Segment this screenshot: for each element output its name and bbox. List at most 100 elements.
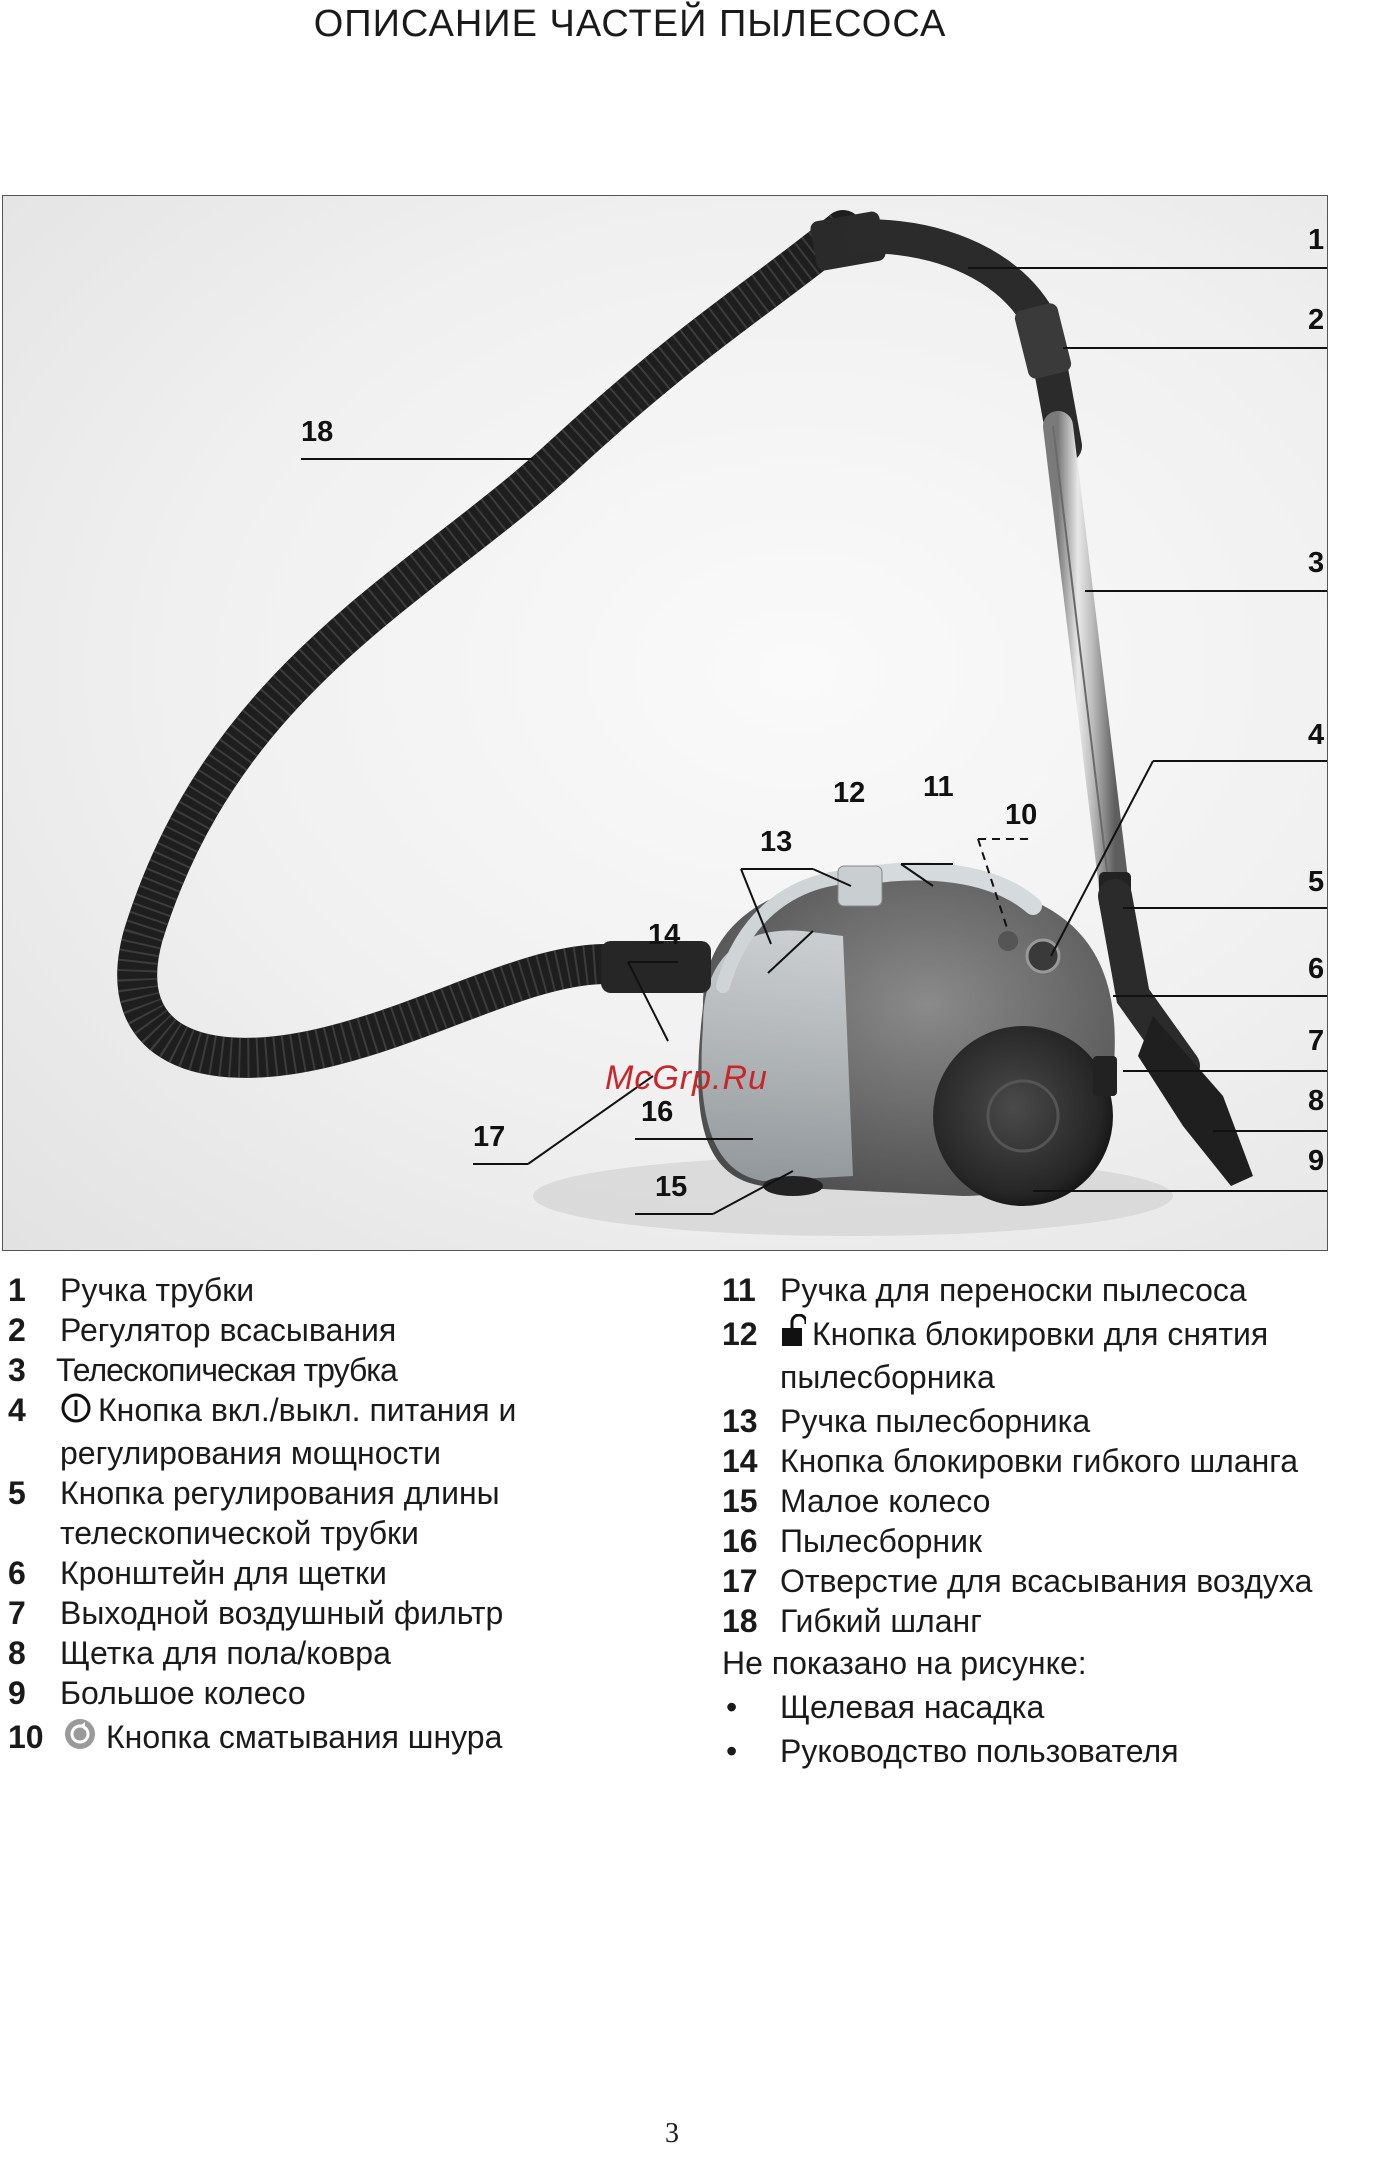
legend-text: Большое колесо — [60, 1675, 306, 1711]
legend-text: Кнопка сматывания шнура — [106, 1719, 503, 1755]
page-number: 3 — [665, 2118, 679, 2149]
legend-item-5: 5 Кнопка регулирования длины телескопиче… — [8, 1473, 648, 1553]
legend-item-16: 16 Пылесборник — [722, 1521, 1396, 1561]
legend-num: 5 — [8, 1475, 26, 1511]
legend-text: Кнопка блокировки гибкого шланга — [780, 1443, 1299, 1479]
legend-num: 12 — [722, 1316, 758, 1352]
legend-num: 3 — [8, 1352, 26, 1388]
not-shown-item-text: Руководство пользователя — [780, 1733, 1179, 1769]
legend-text: Ручка трубки — [60, 1272, 255, 1308]
legend-num: 6 — [8, 1555, 26, 1591]
bullet-icon: • — [726, 1689, 738, 1725]
legend-right: 11 Ручка для переноски пылесоса 12 Кнопк… — [722, 1270, 1396, 1773]
legend-num: 17 — [722, 1563, 758, 1599]
callout-12: 12 — [833, 777, 865, 809]
legend-num: 11 — [722, 1272, 756, 1308]
bin-lock-shape — [837, 865, 883, 907]
legend-text: Регулятор всасывания — [60, 1312, 397, 1348]
cord-rewind-icon — [60, 1717, 100, 1760]
legend-item-13: 13 Ручка пылесборника — [722, 1401, 1396, 1441]
legend-item-14: 14 Кнопка блокировки гибкого шланга — [722, 1441, 1396, 1481]
exhaust-filter-shape — [1093, 1056, 1117, 1096]
callout-3: 3 — [1308, 547, 1324, 579]
legend-num: 1 — [8, 1272, 26, 1308]
callout-8: 8 — [1308, 1085, 1324, 1117]
legend-num: 14 — [722, 1443, 758, 1479]
legend-text: Отверстие для всасывания воздуха — [780, 1563, 1313, 1599]
legend-item-6: 6 Кронштейн для щетки — [8, 1553, 648, 1593]
legend-num: 4 — [8, 1392, 26, 1428]
legend-item-3: 3 Телескопическая трубка — [8, 1350, 648, 1390]
unlock-icon — [780, 1313, 808, 1357]
carry-handle-shape — [854, 862, 1042, 915]
legend-num: 10 — [8, 1719, 44, 1755]
legend-item-15: 15 Малое колесо — [722, 1481, 1396, 1521]
legend-num: 9 — [8, 1675, 26, 1711]
legend-item-10: 10 Кнопка сматывания шнура — [8, 1717, 648, 1760]
legend-text: Выходной воздушный фильтр — [60, 1595, 504, 1631]
callout-9: 9 — [1308, 1145, 1324, 1177]
legend-num: 7 — [8, 1595, 26, 1631]
callout-5: 5 — [1308, 866, 1324, 898]
power-button-shape — [1025, 938, 1061, 974]
telescopic-tube-shape — [1043, 411, 1130, 911]
power-icon — [60, 1392, 92, 1433]
cord-rewind-shape — [998, 931, 1018, 951]
legend-text: Кронштейн для щетки — [60, 1555, 387, 1591]
callout-6: 6 — [1308, 953, 1324, 985]
legend-item-11: 11 Ручка для переноски пылесоса — [722, 1270, 1396, 1310]
callout-17: 17 — [473, 1121, 505, 1153]
callout-4: 4 — [1308, 719, 1324, 751]
legend-text: Гибкий шланг — [780, 1603, 982, 1639]
not-shown-item: • Щелевая насадка — [722, 1685, 1396, 1729]
page-title: ОПИСАНИЕ ЧАСТЕЙ ПЫЛЕСОСА — [313, 3, 947, 45]
not-shown-item-text: Щелевая насадка — [780, 1689, 1045, 1725]
legend-text: Щетка для пола/ковра — [60, 1635, 391, 1671]
legend-num: 18 — [722, 1603, 758, 1639]
watermark: McGrp.Ru — [605, 1059, 768, 1097]
callout-1: 1 — [1308, 224, 1324, 256]
dust-bin-shape — [701, 930, 853, 1181]
suction-regulator-shape — [1014, 303, 1072, 379]
callout-2: 2 — [1308, 304, 1324, 336]
legend-text: Кнопка блокировки для снятия пылесборник… — [780, 1316, 1269, 1395]
legend-text: Ручка пылесборника — [780, 1403, 1091, 1439]
callout-11: 11 — [923, 771, 954, 803]
legend-num: 15 — [722, 1483, 758, 1519]
hose-inlet-shape — [601, 941, 711, 993]
legend-item-2: 2 Регулятор всасывания — [8, 1310, 648, 1350]
small-wheel-shape — [763, 1176, 823, 1196]
legend-item-7: 7 Выходной воздушный фильтр — [8, 1593, 648, 1633]
callout-16: 16 — [641, 1096, 673, 1128]
not-shown-item: • Руководство пользователя — [722, 1729, 1396, 1773]
legend-text: Малое колесо — [780, 1483, 991, 1519]
legend-item-18: 18 Гибкий шланг — [722, 1601, 1396, 1641]
legend-text: Телескопическая трубка — [56, 1352, 398, 1388]
callout-lines — [301, 267, 1327, 1215]
callout-10: 10 — [1005, 799, 1037, 831]
callout-7: 7 — [1308, 1025, 1324, 1057]
legend-text: Кнопка вкл./выкл. питания и регулировани… — [60, 1392, 517, 1471]
large-wheel-shape — [933, 1026, 1113, 1206]
legend-item-12: 12 Кнопка блокировки для снятия пылесбор… — [722, 1313, 1396, 1397]
legend-num: 13 — [722, 1403, 758, 1439]
legend-item-17: 17 Отверстие для всасывания воздуха — [722, 1561, 1396, 1601]
callout-15: 15 — [655, 1171, 687, 1203]
not-shown-label: Не показано на рисунке: — [722, 1645, 1087, 1681]
legend-text: Кнопка регулирования длины телескопическ… — [60, 1475, 500, 1551]
legend-text: Ручка для переноски пылесоса — [780, 1272, 1247, 1308]
bullet-icon: • — [726, 1733, 738, 1769]
legend-item-4: 4 Кнопка вкл./выкл. питания и регулирова… — [8, 1390, 648, 1473]
legend-num: 2 — [8, 1312, 26, 1348]
legend-num: 16 — [722, 1523, 758, 1559]
floor-brush-shape — [1138, 1016, 1253, 1186]
legend-item-8: 8 Щетка для пола/ковра — [8, 1633, 648, 1673]
callout-10-dashed-line — [977, 838, 1028, 932]
legend-left: 1 Ручка трубки 2 Регулятор всасывания 3 … — [8, 1270, 648, 1760]
vacuum-figure: McGrp.Ru 1 2 3 4 5 6 7 8 9 10 11 12 13 1… — [2, 195, 1328, 1251]
legend-item-1: 1 Ручка трубки — [8, 1270, 648, 1310]
hose-shape — [117, 210, 863, 1078]
callout-13: 13 — [760, 826, 792, 858]
callout-14: 14 — [648, 919, 680, 951]
legend-num: 8 — [8, 1635, 26, 1671]
